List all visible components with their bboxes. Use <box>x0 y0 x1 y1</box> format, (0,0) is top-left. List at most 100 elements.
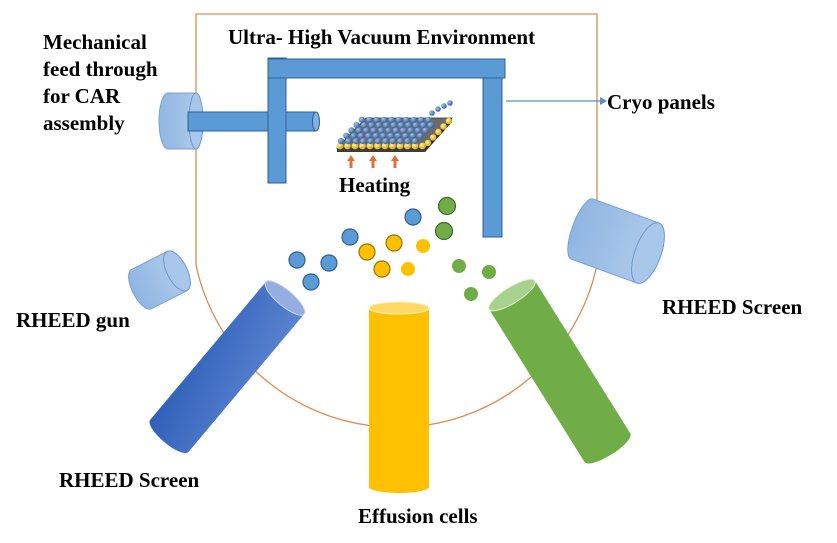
heat-arrow-shaft <box>393 160 397 168</box>
substrate-atom-blue <box>385 127 392 134</box>
substrate-atom-yellow <box>419 142 426 150</box>
desorbing-atom <box>435 106 441 112</box>
substrate-atom-blue <box>380 132 387 139</box>
rheed-screen-right-label: RHEED Screen <box>662 295 803 319</box>
rheed-gun-cylinder <box>128 250 191 310</box>
rheed-gun-label: RHEED gun <box>16 308 130 332</box>
substrate-atom-blue <box>409 132 416 139</box>
substrate-atom-blue <box>343 132 350 139</box>
substrate-atom-yellow <box>411 142 419 150</box>
particle-blue <box>341 228 359 246</box>
substrate-atom-blue <box>397 122 405 129</box>
particle-green <box>482 265 496 279</box>
substrate-atom-yellow <box>351 142 359 150</box>
particle-yellow <box>358 243 376 261</box>
feedthrough-label: Mechanical feed through for CAR assembly <box>43 29 158 137</box>
substrate-atom-blue <box>410 116 417 123</box>
substrate-atom-blue <box>407 127 414 134</box>
substrate-atom-blue <box>394 132 402 139</box>
substrate-atom-blue <box>395 116 402 123</box>
substrate-atom-blue <box>382 137 389 145</box>
particle-green <box>437 196 457 216</box>
substrate-atom-blue <box>400 127 407 134</box>
particle-yellow <box>416 239 430 253</box>
cryo-panels-label: Cryo panels <box>607 90 715 114</box>
effusion-cell-green <box>488 278 631 464</box>
substrate-atom-blue <box>377 127 385 134</box>
particle-blue <box>320 254 338 272</box>
particle-green <box>434 221 454 241</box>
substrate-atom-yellow <box>424 139 432 147</box>
effusion-cell-yellow <box>368 301 430 493</box>
feedthrough-label-line-4: assembly <box>43 111 125 135</box>
particle-blue <box>302 273 320 291</box>
heat-arrow-head <box>391 155 399 161</box>
substrate-atom-blue <box>427 122 434 129</box>
substrate-atom-blue <box>404 137 411 145</box>
substrate-atom-blue <box>337 137 345 145</box>
substrate-atom-blue <box>370 127 377 134</box>
chamber-title: Ultra- High Vacuum Environment <box>228 25 536 49</box>
rheed-screen-left-label: RHEED Screen <box>59 468 200 492</box>
substrate-atom-blue <box>360 137 367 145</box>
heating-arrows <box>347 155 399 168</box>
substrate-atom-blue <box>397 137 404 145</box>
substrate-atom-blue <box>417 132 424 139</box>
substrate-atom-blue <box>366 116 373 123</box>
substrate-atom-yellow <box>344 142 351 150</box>
substrate-atom-blue <box>372 132 379 139</box>
substrate-atom-blue <box>417 116 425 123</box>
substrate-atom-blue <box>422 127 429 134</box>
substrate-atom-blue <box>373 116 380 123</box>
substrate-atom-blue <box>350 132 357 139</box>
heating-label: Heating <box>339 173 411 197</box>
substrate-atom-blue <box>375 122 382 129</box>
substrate-atom-yellow <box>445 117 452 125</box>
desorbing-atom <box>447 100 453 106</box>
substrate-atom-blue <box>358 116 365 123</box>
substrate-atom-blue <box>387 132 394 139</box>
substrate-atom-blue <box>425 116 432 123</box>
cryo-panel-right-leg <box>482 77 503 238</box>
substrate-atom-blue <box>352 137 359 145</box>
feedthrough-label-line-2: feed through <box>43 57 158 81</box>
substrate-atom-blue <box>403 116 410 123</box>
feedthrough-label-line-3: for CAR <box>43 84 121 108</box>
substrate-atom-yellow <box>430 134 437 141</box>
rheed-screen-cylinder-right <box>567 198 665 284</box>
substrate-atom-blue <box>368 122 375 129</box>
substrate-atom-blue <box>365 132 372 139</box>
substrate-with-atoms <box>336 100 453 152</box>
heat-arrow-shaft <box>371 160 375 168</box>
heat-arrow-head <box>369 155 377 161</box>
substrate-atom-blue <box>355 127 362 134</box>
substrate-atom-blue <box>374 137 382 145</box>
manipulator-post <box>267 57 287 184</box>
substrate-atom-blue <box>363 127 370 134</box>
effusion-cells-label: Effusion cells <box>358 504 478 528</box>
substrate-atom-yellow <box>389 142 396 150</box>
substrate-atom-blue <box>402 132 409 139</box>
substrate-atom-blue <box>357 132 365 139</box>
substrate-atom-blue <box>414 127 422 134</box>
desorbing-atom <box>429 110 435 116</box>
substrate-atom-blue <box>412 122 419 129</box>
substrate-atom-blue <box>383 122 390 129</box>
particle-flux <box>288 196 496 301</box>
substrate-atom-blue <box>360 122 368 129</box>
substrate-atom-yellow <box>366 142 374 150</box>
substrate-atom-blue <box>405 122 412 129</box>
substrate-atom-blue <box>420 122 427 129</box>
substrate-atom-yellow <box>381 142 389 150</box>
particle-green <box>464 287 478 301</box>
manipulator-shaft <box>187 111 320 132</box>
substrate-atom-yellow <box>440 123 447 130</box>
particle-yellow <box>385 234 403 252</box>
substrate-atom-blue <box>348 127 355 134</box>
feedthrough-cylinder <box>158 92 204 150</box>
substrate-atom-blue <box>380 116 388 123</box>
effusion-cell-blue <box>149 280 306 454</box>
heat-arrow-head <box>347 155 355 161</box>
substrate-atom-blue <box>392 127 399 134</box>
